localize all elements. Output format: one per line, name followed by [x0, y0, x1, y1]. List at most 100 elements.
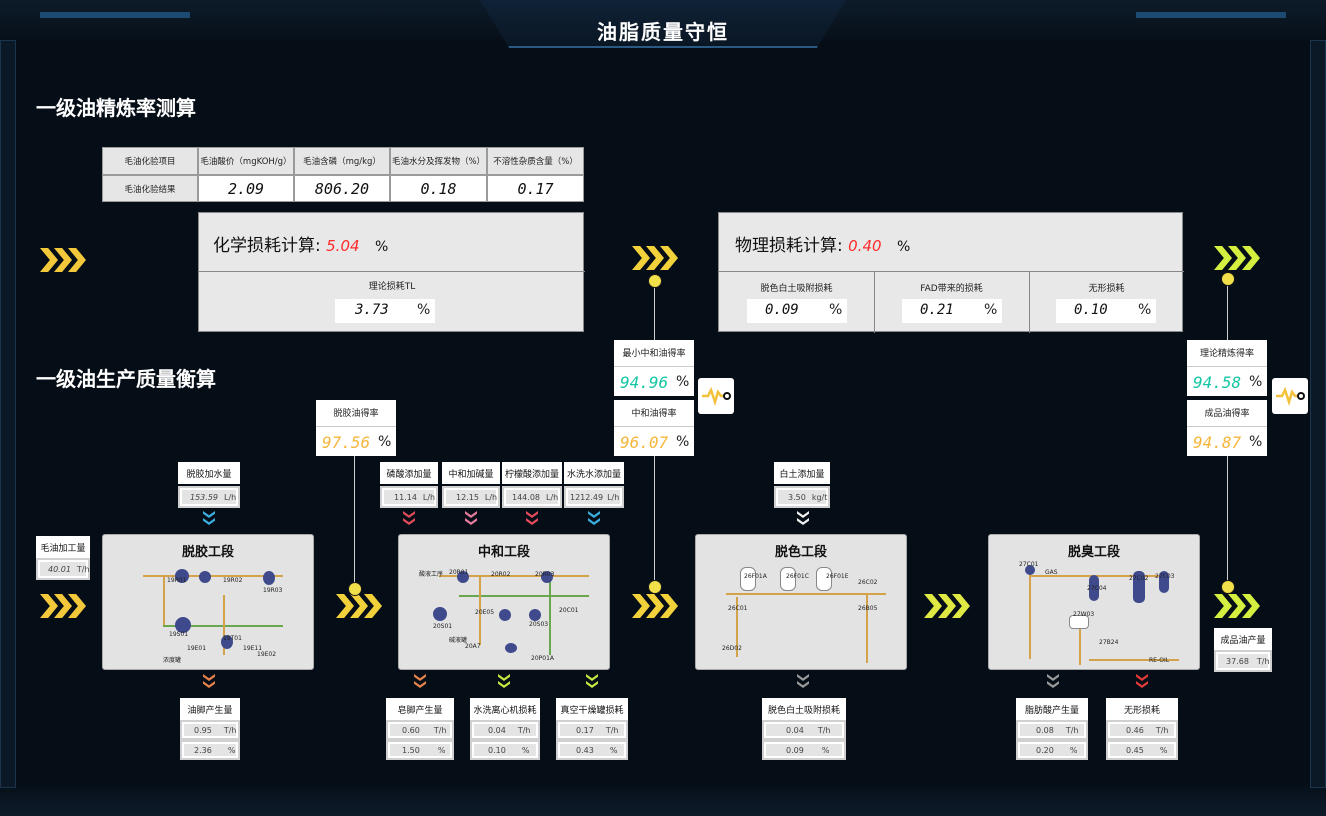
clay-loss-out-label: 脱色白土吸附损耗	[762, 698, 846, 720]
centrifuge-pct: 0.10	[488, 745, 506, 755]
node-dot	[1221, 272, 1235, 286]
impurity-value: 0.17	[517, 179, 554, 198]
min-neutral-rate-label: 最小中和油得率	[622, 349, 686, 359]
down-arrow-icon	[1136, 674, 1148, 690]
flow-chevron-icon	[632, 594, 678, 618]
node-dot	[648, 274, 662, 288]
min-neutral-rate-value: 94.96	[620, 373, 669, 392]
invisible-loss-value: 0.10	[1074, 302, 1108, 318]
divider	[1029, 271, 1030, 333]
caustic-value: 12.15	[456, 492, 479, 502]
bottom-frame	[0, 786, 1326, 816]
physical-loss-label: 物理损耗计算:	[735, 236, 843, 256]
wash-water-value: 1212.49	[570, 492, 604, 502]
stage-bleaching[interactable]: 脱色工段 26F01A 26F01C 26F01E 26C02 26B05 26…	[695, 534, 907, 670]
flow-chevron-icon	[632, 246, 678, 270]
fad-rate: 0.08	[1036, 725, 1054, 735]
centrifuge-rate: 0.04	[488, 725, 506, 735]
soap-label: 皂脚产生量	[386, 698, 454, 720]
flow-chevron-icon	[924, 594, 970, 618]
flow-chevron-icon	[40, 248, 86, 272]
section-balance-title: 一级油生产质量衡算	[36, 367, 216, 391]
stage-neutralization[interactable]: 中和工段 酸液工序 20R01 20R02 20R03 20S01 20E05 …	[398, 534, 610, 670]
table-column-header: 毛油水分及挥发物（%）	[390, 147, 487, 175]
down-arrow-icon	[203, 674, 215, 690]
theory-loss-unit: %	[417, 302, 431, 318]
flow-chevron-icon	[1214, 246, 1260, 270]
phosphorus-value: 806.20	[314, 179, 370, 198]
clay-label: 白土添加量	[774, 462, 830, 484]
clay-loss-unit: %	[829, 302, 843, 318]
divider	[199, 271, 585, 272]
soapstock-pct: 2.36	[194, 745, 212, 755]
citric-unit: L/h	[546, 492, 559, 502]
down-arrow-icon	[465, 511, 477, 527]
physical-loss-value: 0.40	[848, 237, 882, 255]
stage-title: 脱色工段	[774, 545, 827, 560]
fad-loss-label: FAD带来的损耗	[920, 284, 983, 294]
stage-title: 脱臭工段	[1067, 545, 1120, 560]
neutral-rate-label: 中和油得率	[631, 409, 677, 419]
min-neutral-rate-unit: %	[676, 374, 690, 390]
fad-loss-value: 0.21	[920, 302, 954, 318]
connector-line	[1227, 284, 1228, 340]
neutral-rate-value: 96.07	[620, 433, 669, 452]
flow-chevron-icon	[336, 594, 382, 618]
clay-loss-pct: 0.09	[786, 745, 804, 755]
clay-loss-value: 0.09	[765, 302, 799, 318]
table-column-header: 不溶性杂质含量（%）	[487, 147, 584, 175]
soap-rate: 0.60	[402, 725, 420, 735]
chemical-loss-label: 化学损耗计算:	[213, 236, 321, 256]
page-title: 油脂质量守恒	[597, 20, 729, 44]
stage-title: 脱胶工段	[181, 545, 234, 560]
invisible-loss-unit: %	[1138, 302, 1152, 318]
connector-line	[654, 455, 655, 585]
clay-value: 3.50	[788, 492, 806, 502]
node-dot	[348, 582, 362, 596]
degum-rate-unit: %	[378, 434, 392, 450]
stage-deodorization[interactable]: 脱臭工段 27C01 GAS 27C04 27C02 27C03 27W03 2…	[988, 534, 1200, 670]
theory-refine-rate-unit: %	[1249, 374, 1263, 390]
caustic-unit: L/h	[484, 492, 498, 502]
clay-loss-box: 0.09 %	[747, 299, 847, 323]
flow-chevron-icon	[1214, 594, 1260, 618]
physical-loss-unit: %	[896, 239, 911, 255]
product-out-label: 成品油产量	[1214, 628, 1272, 650]
neutral-rate-unit: %	[676, 434, 690, 450]
table-header-cell: 毛油化验结果	[102, 175, 198, 202]
theory-refine-rate-card: 理论精炼得率 94.58 %	[1187, 340, 1267, 396]
down-arrow-icon	[203, 511, 215, 527]
section-refining-title: 一级油精炼率测算	[36, 96, 196, 120]
min-neutral-rate-card: 最小中和油得率 94.96 %	[614, 340, 694, 396]
degum-rate-card: 脱胶油得率 97.56 %	[316, 400, 396, 456]
crude-feed-unit: T/h	[76, 564, 90, 574]
crude-feed-label: 毛油加工量	[36, 536, 90, 558]
stage-title: 中和工段	[477, 545, 530, 560]
chemical-loss-value: 5.04	[326, 237, 360, 255]
invisible-out-label: 无形损耗	[1106, 698, 1178, 720]
degum-rate-label: 脱胶油得率	[333, 409, 379, 419]
divider	[874, 271, 875, 333]
node-dot	[1221, 580, 1235, 594]
invisible-rate: 0.46	[1126, 725, 1144, 735]
vacuum-pct: 0.43	[576, 745, 594, 755]
crude-feed-value: 40.01	[48, 564, 71, 574]
trend-chart-button[interactable]	[698, 378, 734, 414]
degum-water-unit: L/h	[224, 492, 237, 502]
fad-loss-unit: %	[984, 302, 998, 318]
invisible-loss-box: 0.10 %	[1056, 299, 1156, 323]
clay-loss-label: 脱色白土吸附损耗	[760, 284, 833, 294]
phosphoric-value: 11.14	[394, 492, 417, 502]
flow-chevron-icon	[40, 594, 86, 618]
down-arrow-icon	[797, 511, 809, 527]
trend-chart-button[interactable]	[1272, 378, 1308, 414]
connector-line	[354, 455, 355, 587]
stage-degumming[interactable]: 脱胶工段 19R01 19R02 19R03 19T01 19S01 19E01…	[102, 534, 314, 670]
chemical-loss-unit: %	[374, 239, 389, 255]
product-rate-card: 成品油得率 94.87 %	[1187, 400, 1267, 456]
theory-loss-box: 3.73 %	[335, 299, 435, 323]
invisible-loss-label: 无形损耗	[1088, 284, 1125, 294]
